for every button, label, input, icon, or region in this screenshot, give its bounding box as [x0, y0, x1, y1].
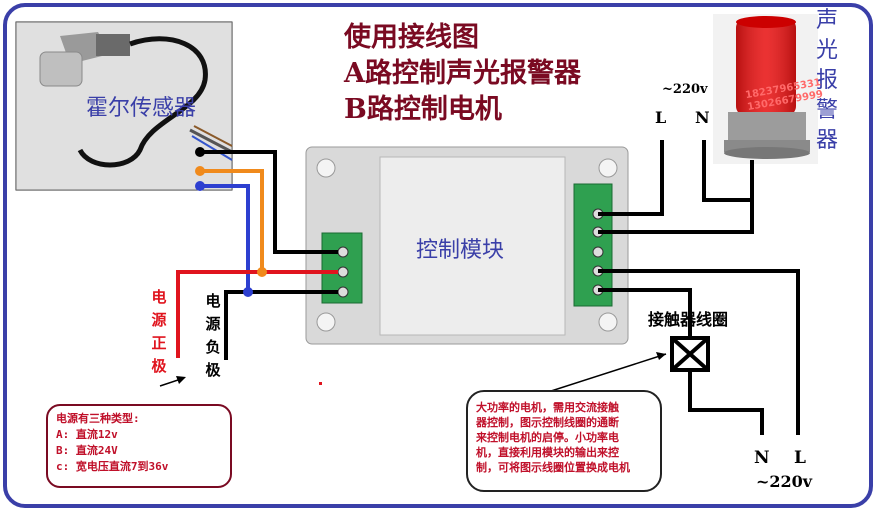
motor-note-line: 制，可将图示线圈位置换成电机 — [476, 461, 630, 474]
power-negative-label: 电源负极 — [205, 292, 221, 379]
power-note-line: 电源有三种类型: — [56, 412, 140, 425]
title-line-3: B路控制电机 — [344, 94, 502, 125]
hall-sensor-label: 霍尔传感器 — [86, 96, 197, 121]
sensor-wires — [200, 150, 338, 292]
motor-note-line: 大功率的电机，需用交流接触 — [476, 401, 619, 414]
power-note-line: A: 直流12v — [56, 428, 118, 441]
outer-frame — [3, 3, 873, 508]
power-positive-label: 电源正极 — [151, 288, 167, 375]
motor-circuit — [598, 269, 800, 435]
n-top-label: N — [695, 108, 710, 127]
power-note-line: B: 直流24V — [56, 444, 118, 457]
l-bottom-label: L — [794, 448, 806, 468]
alarm-vertical-label: 声光报警器 — [815, 8, 838, 153]
alarm-circuit — [598, 140, 754, 234]
hall-sensor-photo — [15, 21, 233, 191]
control-module-body — [305, 146, 629, 345]
right-terminal-block — [573, 183, 613, 307]
motor-note-line: 器控制，图示控制线圈的通断 — [476, 416, 619, 429]
power-types-note: 电源有三种类型: A: 直流12v B: 直流24V c: 宽电压直流7到36v — [46, 404, 232, 488]
mains-top-label: ~220v — [662, 82, 708, 97]
power-note-line: c: 宽电压直流7到36v — [56, 460, 169, 473]
red-mark — [319, 382, 322, 385]
power-wires — [176, 270, 338, 360]
note-arrow — [547, 353, 667, 393]
title-line-1: 使用接线图 — [344, 22, 479, 53]
mains-bottom-label: ~220v — [756, 472, 813, 491]
alarm-photo — [713, 14, 818, 164]
contactor-coil-symbol — [670, 336, 710, 372]
title-line-2: A路控制声光报警器 — [344, 58, 581, 89]
contactor-coil-label: 接触器线圈 — [648, 310, 729, 329]
l-top-label: L — [655, 108, 667, 127]
motor-control-note: 大功率的电机，需用交流接触 器控制，图示控制线圈的通断 来控制电机的启停。小功率… — [466, 390, 662, 492]
control-module-label: 控制模块 — [416, 238, 505, 263]
motor-note-line: 机，直接利用模块的输出来控 — [476, 446, 619, 459]
motor-note-line: 来控制电机的启停。小功率电 — [476, 431, 619, 444]
n-bottom-label: N — [754, 448, 770, 468]
